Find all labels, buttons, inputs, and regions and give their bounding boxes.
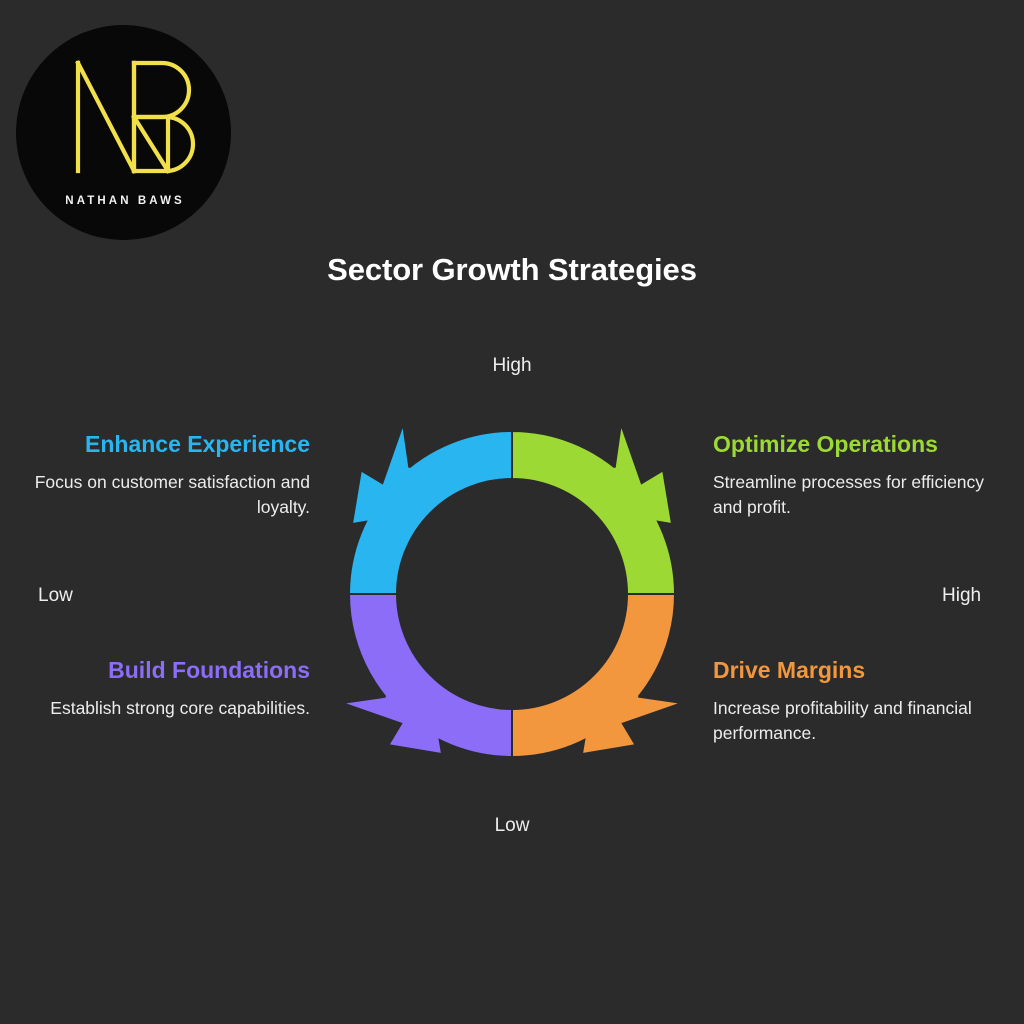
quadrant-top-right: Optimize Operations Streamline processes… xyxy=(713,431,1013,519)
cycle-arrowheads xyxy=(346,428,678,753)
arrowhead-top-left xyxy=(353,428,448,523)
arrowhead-bottom-left xyxy=(346,658,441,753)
axis-label-top: High xyxy=(492,355,532,376)
logo-brand-name: NATHAN BAWS xyxy=(65,195,185,207)
quadrant-heading-build-foundations: Build Foundations xyxy=(108,657,310,683)
nb-monogram-icon xyxy=(75,60,196,174)
quadrant-heading-optimize-operations: Optimize Operations xyxy=(713,431,938,457)
arrowhead-bottom-right xyxy=(583,658,678,753)
arrowhead-top-right xyxy=(576,428,671,523)
brand-logo: NATHAN BAWS xyxy=(16,25,231,240)
cyclic-arrow-diagram xyxy=(346,428,678,759)
quadrant-heading-drive-margins: Drive Margins xyxy=(713,657,866,683)
quadrant-heading-enhance-experience: Enhance Experience xyxy=(85,431,310,457)
quadrant-top-left: Enhance Experience Focus on customer sat… xyxy=(10,431,310,519)
cycle-segment-bottom-left xyxy=(347,593,513,759)
quadrant-bottom-right: Drive Margins Increase profitability and… xyxy=(713,657,1013,745)
quadrant-description-build-foundations: Establish strong core capabilities. xyxy=(50,697,310,718)
quadrant-description-optimize-operations: Streamline processes for efficiency and … xyxy=(713,471,985,517)
axis-label-left: Low xyxy=(38,585,73,606)
quadrant-description-drive-margins: Increase profitability and financial per… xyxy=(713,697,972,743)
page-title: Sector Growth Strategies xyxy=(327,252,697,287)
axis-label-bottom: Low xyxy=(494,815,530,836)
quadrant-bottom-left: Build Foundations Establish strong core … xyxy=(10,657,310,721)
quadrant-description-enhance-experience: Focus on customer satisfaction and loyal… xyxy=(34,471,310,517)
axis-label-right: High xyxy=(942,585,982,606)
